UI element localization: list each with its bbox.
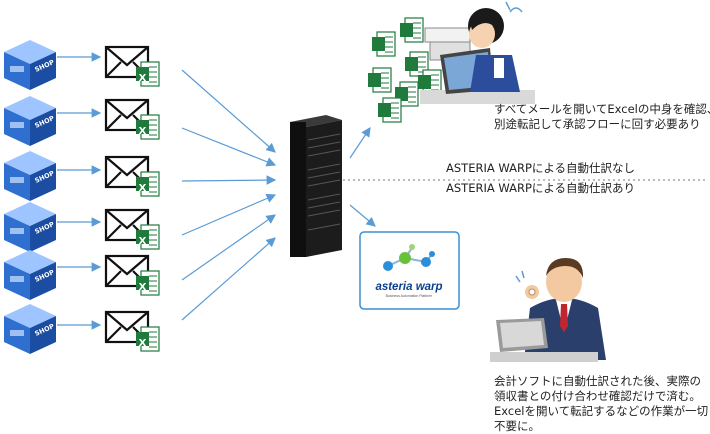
asteria-warp-logo-box: asteria warp Business Automation Platfor… [359, 231, 460, 310]
shop-icons [4, 40, 56, 354]
with-asteria-label: ASTERIA WARPによる自動仕訳あり [446, 181, 636, 195]
stressed-worker-illustration [420, 1, 535, 104]
asteria-molecule-icon [383, 244, 435, 271]
relaxed-businessman-illustration [490, 258, 606, 362]
without-asteria-description-line-1: すべてメールを開いてExcelの中身を確認、 [494, 102, 710, 116]
without-asteria-description-line-2: 別途転記して承認フローに回す必要あり [494, 117, 701, 131]
asteria-logo-text: asteria warp [375, 281, 442, 293]
with-asteria-description-line-4: 不要に。 [494, 419, 540, 433]
asteria-logo-subtext: Business Automation Platform [386, 294, 433, 298]
with-asteria-description: 会計ソフトに自動仕訳された後、実際の 領収書との付け合わせ確認だけで済む。 Ex… [494, 374, 708, 434]
without-asteria-label: ASTERIA WARPによる自動仕訳なし [446, 161, 636, 175]
with-asteria-description-line-3: Excelを開いて転記するなどの作業が一切 [494, 404, 709, 418]
without-asteria-description: すべてメールを開いてExcelの中身を確認、 別途転記して承認フローに回す必要あ… [494, 102, 710, 132]
mail-to-server-arrows [57, 52, 376, 330]
with-asteria-description-line-2: 領収書との付け合わせ確認だけで済む。 [494, 389, 701, 403]
server-icon [290, 115, 342, 257]
email-excel-icons [104, 45, 160, 352]
with-asteria-description-line-1: 会計ソフトに自動仕訳された後、実際の [494, 374, 701, 388]
